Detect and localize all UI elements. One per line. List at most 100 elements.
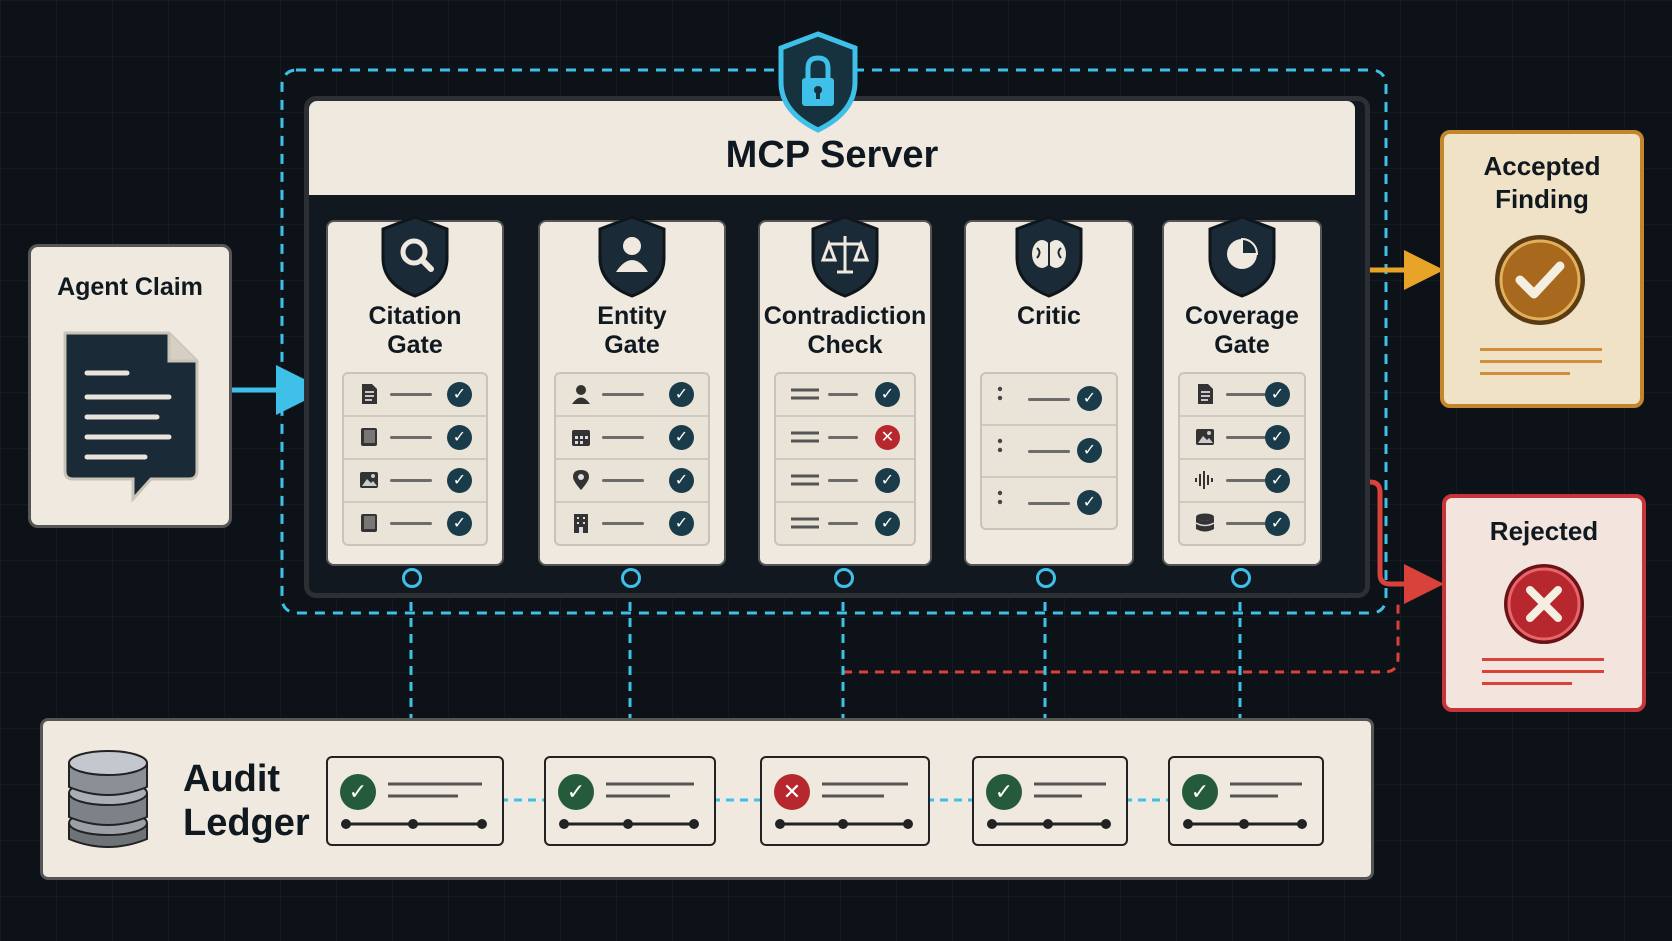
rejected-title: Rejected bbox=[1489, 516, 1599, 546]
lock-shield-icon bbox=[778, 31, 858, 133]
check-row-line bbox=[1226, 479, 1268, 482]
magnifier-shield-icon bbox=[381, 215, 449, 298]
gate-output-node bbox=[1231, 568, 1251, 588]
check-row-line bbox=[1028, 450, 1070, 453]
lines-icon bbox=[790, 426, 820, 448]
check-icon: ✓ bbox=[447, 511, 472, 536]
rejected-line-3 bbox=[1482, 682, 1572, 685]
check-row: ✓ bbox=[556, 460, 708, 503]
security-boundary bbox=[280, 68, 1388, 615]
rejected-line-1 bbox=[1482, 658, 1604, 661]
lines-icon bbox=[790, 383, 820, 405]
gate-title-line1: Critic bbox=[1017, 302, 1081, 330]
check-icon: ✓ bbox=[875, 382, 900, 407]
check-row: ✕ bbox=[776, 417, 914, 460]
gate-title-line1: Citation bbox=[368, 302, 462, 330]
gate-title-line1: Coverage bbox=[1185, 302, 1299, 330]
gate-checklist: ✓✓✓✓ bbox=[1178, 372, 1306, 546]
document-chat-icon bbox=[63, 331, 199, 503]
book-icon bbox=[358, 512, 380, 534]
person-icon bbox=[570, 383, 592, 405]
check-row-line bbox=[602, 393, 644, 396]
check-icon: ✓ bbox=[1182, 774, 1218, 810]
check-row: ✓ bbox=[982, 426, 1116, 478]
gate-checklist: ✓ ✓ ✓ bbox=[980, 372, 1118, 530]
check-icon: ✓ bbox=[875, 511, 900, 536]
ledger-entry-lines bbox=[1183, 782, 1307, 829]
database-icon bbox=[1194, 512, 1216, 534]
gate-checklist: ✓ ✕ ✓ ✓ bbox=[774, 372, 916, 546]
check-icon: ✓ bbox=[1077, 386, 1102, 411]
document-icon bbox=[1194, 383, 1216, 405]
database-icon bbox=[68, 750, 148, 848]
gate-card-critic: Critic ✓ ✓ ✓ bbox=[964, 215, 1134, 566]
building-icon bbox=[570, 512, 592, 534]
ledger-entry-lines bbox=[775, 782, 913, 829]
check-icon: ✓ bbox=[669, 511, 694, 536]
check-row-line bbox=[602, 436, 644, 439]
check-icon: ✓ bbox=[669, 425, 694, 450]
check-row: ✓ bbox=[982, 374, 1116, 426]
check-row: ✓ bbox=[1180, 503, 1304, 544]
check-row-line bbox=[1028, 502, 1070, 505]
gate-ledger-links bbox=[409, 586, 1242, 744]
waveform-icon bbox=[1194, 469, 1216, 491]
bullet-icon bbox=[996, 487, 1018, 509]
check-row-line bbox=[828, 522, 858, 525]
check-row-line bbox=[828, 479, 858, 482]
check-icon: ✓ bbox=[875, 468, 900, 493]
check-row: ✓ bbox=[776, 460, 914, 503]
ledger-entry: ✓ bbox=[972, 756, 1128, 846]
bullet-icon bbox=[996, 435, 1018, 457]
mcp-server-title: MCP Server bbox=[725, 134, 939, 176]
check-icon: ✓ bbox=[558, 774, 594, 810]
accepted-line-1 bbox=[1480, 348, 1602, 351]
check-row: ✓ bbox=[344, 460, 486, 503]
accepted-title-line2: Finding bbox=[1495, 184, 1589, 214]
check-row: ✓ bbox=[344, 503, 486, 544]
x-badge-icon bbox=[1504, 564, 1584, 644]
check-icon: ✓ bbox=[447, 425, 472, 450]
audit-ledger-title: Audit Ledger bbox=[183, 757, 310, 845]
lines-icon bbox=[790, 512, 820, 534]
check-row-line bbox=[828, 436, 858, 439]
gate-output-node bbox=[834, 568, 854, 588]
check-icon: ✓ bbox=[1077, 438, 1102, 463]
check-row-line bbox=[390, 522, 432, 525]
check-row: ✓ bbox=[776, 503, 914, 544]
gate-title: Critic bbox=[966, 302, 1132, 331]
audit-ledger-title-line1: Audit bbox=[183, 758, 281, 800]
check-icon: ✓ bbox=[1077, 490, 1102, 515]
accepted-finding-card: Accepted Finding bbox=[1440, 130, 1644, 408]
check-icon: ✓ bbox=[1265, 425, 1290, 450]
check-icon: ✓ bbox=[1265, 382, 1290, 407]
check-row: ✓ bbox=[1180, 417, 1304, 460]
x-icon: ✕ bbox=[875, 425, 900, 450]
check-row: ✓ bbox=[776, 374, 914, 417]
check-row: ✓ bbox=[982, 478, 1116, 528]
check-row-line bbox=[1226, 522, 1268, 525]
check-icon: ✓ bbox=[986, 774, 1022, 810]
check-row-line bbox=[602, 522, 644, 525]
check-icon: ✓ bbox=[340, 774, 376, 810]
gate-title-line1: Entity bbox=[597, 302, 667, 330]
scales-shield-icon bbox=[811, 215, 879, 298]
image-icon bbox=[1194, 426, 1216, 448]
ledger-entry: ✕ bbox=[760, 756, 930, 846]
bullet-icon bbox=[996, 383, 1018, 405]
gate-title-line2: Gate bbox=[1214, 331, 1270, 359]
check-icon: ✓ bbox=[669, 382, 694, 407]
check-row: ✓ bbox=[344, 417, 486, 460]
image-icon bbox=[358, 469, 380, 491]
check-row: ✓ bbox=[556, 503, 708, 544]
accepted-title-line1: Accepted bbox=[1483, 151, 1601, 181]
ledger-entry: ✓ bbox=[544, 756, 716, 846]
check-row: ✓ bbox=[556, 374, 708, 417]
gate-output-node bbox=[621, 568, 641, 588]
